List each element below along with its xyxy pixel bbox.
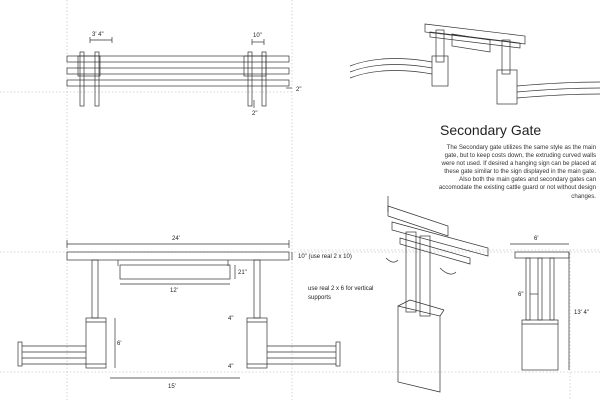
page-title: Secondary Gate — [440, 122, 542, 138]
dim-elev-sign-width: 12' — [170, 288, 178, 294]
dim-elev-post-gap-bottom: 4" — [228, 364, 233, 370]
front-elevation — [17, 240, 341, 379]
dim-side-total-height: 13' 4" — [574, 310, 589, 316]
dim-elev-overall-width: 24' — [172, 236, 180, 242]
plan-view — [66, 37, 292, 108]
dim-plan-gap-bottom: 2" — [252, 111, 257, 117]
dim-plan-post-spacing: 3' 4" — [92, 32, 104, 38]
support-note: use real 2 x 6 for vertical supports — [308, 286, 374, 301]
dim-elev-opening: 15' — [168, 384, 176, 390]
dim-elev-beam-depth: 10" (use real 2 x 10) — [298, 254, 352, 260]
detail-perspective — [385, 196, 489, 393]
dim-elev-sign-height: 21" — [238, 270, 247, 276]
dim-side-top-width: 6' — [534, 236, 538, 242]
side-elevation — [510, 243, 570, 371]
description-text: The Secondary gate utilizes the same sty… — [438, 144, 596, 200]
dim-side-post-gap: 6" — [518, 292, 523, 298]
dim-elev-post-gap-top: 4" — [228, 316, 233, 322]
dim-elev-post-height: 6' — [117, 341, 121, 347]
dim-plan-gap-right: 2" — [296, 87, 301, 93]
perspective-view — [349, 23, 600, 105]
dim-plan-post-width: 10" — [253, 33, 262, 39]
